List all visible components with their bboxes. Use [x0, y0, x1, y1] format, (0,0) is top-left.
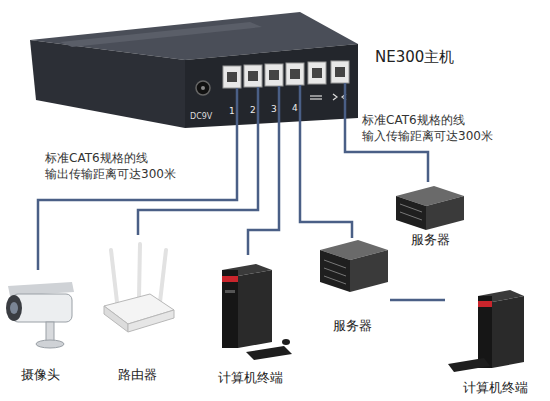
device-label: 计算机终端 [195, 370, 305, 385]
switch-body [30, 12, 358, 128]
server-side [426, 196, 464, 230]
server-icon [396, 186, 464, 230]
dc-jack-pin [201, 86, 205, 90]
uplink-symbol [310, 98, 322, 99]
bay-line [400, 204, 422, 212]
computer-icon [222, 264, 292, 360]
network-cable [300, 128, 352, 238]
tower-drive [225, 290, 235, 293]
port [308, 62, 326, 84]
port-number: 2 [250, 105, 256, 115]
uplink-symbol [310, 95, 322, 96]
tower-side [492, 296, 524, 368]
camera-lens-glass [10, 302, 18, 314]
cable-stubs [237, 83, 345, 128]
cable-stub [278, 86, 281, 128]
bay-line [324, 268, 346, 276]
camera-node: 摄像头 [0, 270, 80, 382]
port-number: 4 [292, 103, 298, 113]
port-holes [227, 67, 345, 82]
server-front [396, 196, 426, 230]
server-bays [400, 204, 422, 220]
cable-stub [299, 85, 302, 128]
switch-front [185, 44, 358, 128]
port-hole [227, 72, 237, 82]
server-side [350, 250, 388, 292]
switch-side [30, 40, 185, 128]
tower-front [478, 296, 492, 368]
network-cable [138, 128, 258, 235]
network-cable [248, 128, 279, 255]
router-antenna [139, 244, 140, 298]
cable-note: 标准CAT6规格的线 输入传输距离可达300米 [362, 112, 537, 144]
server-node: 服务器 [315, 238, 390, 333]
bay-line [324, 276, 346, 284]
tower-stripe [222, 276, 238, 282]
switch-logo-strip [60, 22, 262, 47]
port-hole [248, 71, 258, 81]
computer-icon [448, 290, 524, 372]
port-hole [269, 70, 279, 80]
device-label: 服务器 [380, 232, 480, 247]
port-number: 1 [229, 106, 235, 116]
port [265, 64, 283, 86]
router-node: 路由器 [100, 235, 175, 382]
cable-stub [236, 88, 239, 128]
port-symbols [310, 94, 346, 100]
port-hole [312, 68, 322, 78]
device-label: 摄像头 [0, 367, 90, 382]
server-icon [320, 240, 388, 292]
power-label: DC9V [190, 112, 212, 121]
router-antenna [111, 250, 117, 302]
device-label: 计算机终端 [435, 380, 550, 395]
port-hole [290, 69, 300, 79]
cable-stub [257, 87, 260, 128]
bay-line [324, 260, 346, 268]
camera-icon [6, 282, 74, 348]
tower-front [222, 270, 238, 348]
port-number: 3 [271, 104, 277, 114]
bay-line [400, 212, 422, 220]
dc-jack [196, 81, 210, 95]
camera-base [36, 340, 64, 348]
mouse [282, 339, 290, 345]
camera-bracket [46, 322, 54, 342]
cable-note: 标准CAT6规格的线 输出传输距离可达300米 [45, 150, 230, 182]
tower-stripe [478, 301, 492, 307]
port [244, 65, 262, 87]
network-cable [38, 128, 237, 270]
cable-stub [344, 83, 347, 128]
router-front [128, 310, 174, 332]
server-bays [324, 260, 346, 284]
server-node: 服务器 [390, 182, 470, 247]
server-front [320, 250, 350, 292]
port [331, 61, 349, 83]
router-icon [104, 244, 174, 332]
keyboard [448, 358, 490, 372]
network-cable [390, 299, 445, 302]
router-antenna [160, 250, 166, 302]
port [223, 66, 241, 88]
device-heading: NE300主机 [375, 48, 454, 66]
port [286, 63, 304, 85]
camera-lens [6, 295, 22, 321]
keyboard [246, 346, 292, 360]
computer-node: 计算机终端 [205, 255, 295, 385]
device-label: 路由器 [90, 367, 185, 382]
tower-side [238, 270, 272, 348]
rj45-ports [223, 61, 349, 88]
computer-node: 计算机终端 [445, 285, 545, 395]
router-side [104, 306, 128, 332]
device-label: 服务器 [305, 318, 400, 333]
port-hole [335, 67, 345, 77]
